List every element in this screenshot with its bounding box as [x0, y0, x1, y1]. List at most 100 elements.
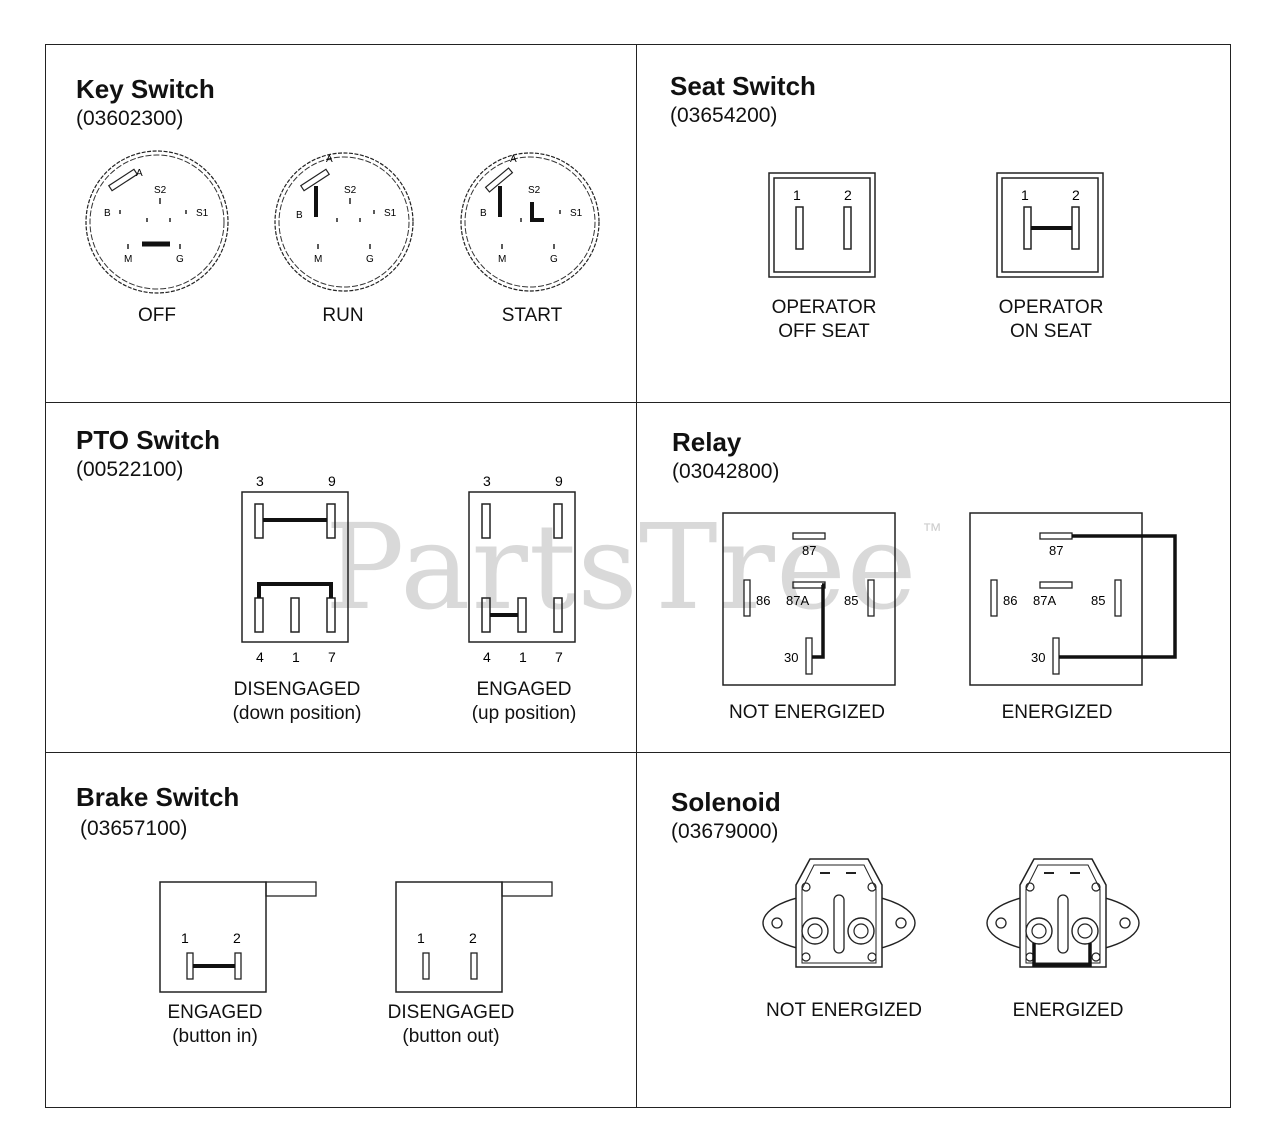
- solenoid-not-energized-label: NOT ENERGIZED: [766, 1000, 922, 1021]
- pto-eng-pin-4: 4: [483, 649, 491, 665]
- seat-off-line1: OPERATOR: [771, 297, 877, 318]
- seat-off-line2: OFF SEAT: [778, 321, 870, 342]
- relay-e-85: 85: [1091, 593, 1105, 608]
- relay-ne-86: 86: [756, 593, 770, 608]
- seat-switch-on-seat-label: OPERATOR ON SEAT: [999, 296, 1104, 344]
- relay-ne-30: 30: [784, 650, 798, 665]
- row-divider-1: [45, 402, 1231, 403]
- key-run-terminal-s1: S1: [384, 208, 397, 219]
- key-off-terminal-b: B: [104, 208, 111, 219]
- frame-top-border: [45, 44, 1231, 45]
- pto-switch-part-number: (00522100): [76, 458, 184, 481]
- pto-switch-title: PTO Switch: [76, 425, 220, 455]
- pto-switch-engaged-diagram: 3 9 4 1 7: [468, 473, 576, 665]
- key-off-terminal-g: G: [176, 254, 184, 265]
- brake-eng-pin-1: 1: [181, 930, 189, 946]
- key-off-terminal-m: M: [124, 254, 132, 265]
- key-start-terminal-b: B: [480, 208, 487, 219]
- relay-e-30: 30: [1031, 650, 1045, 665]
- pto-dis-pin-3: 3: [256, 473, 264, 489]
- pto-dis-line2: (down position): [232, 703, 362, 724]
- key-start-terminal-a: A: [510, 154, 517, 165]
- key-switch-run-diagram: A S2 B S1 M G: [274, 152, 414, 292]
- pto-eng-line1: ENGAGED: [476, 679, 572, 700]
- brake-dis-line1: DISENGAGED: [387, 1002, 515, 1023]
- pto-eng-pin-9: 9: [555, 473, 563, 489]
- pto-eng-line2: (up position): [471, 703, 577, 724]
- key-run-terminal-b: B: [296, 210, 303, 221]
- seat-switch-on-seat-diagram: 1 2: [996, 172, 1104, 278]
- relay-title: Relay: [672, 427, 742, 457]
- relay-not-energized-diagram: 87 86 87A 85 30: [722, 512, 896, 686]
- pto-switch-engaged-label: ENGAGED (up position): [472, 678, 577, 726]
- solenoid-part-number: (03679000): [671, 820, 779, 843]
- seat-on-pin-2: 2: [1072, 187, 1080, 203]
- relay-ne-85: 85: [844, 593, 858, 608]
- brake-dis-line2: (button out): [402, 1026, 500, 1047]
- seat-switch-off-seat-label: OPERATOR OFF SEAT: [772, 296, 877, 344]
- frame-center-divider: [636, 44, 637, 1108]
- pto-dis-pin-9: 9: [328, 473, 336, 489]
- key-run-terminal-m: M: [314, 254, 322, 265]
- pto-eng-pin-3: 3: [483, 473, 491, 489]
- key-start-terminal-s2: S2: [528, 185, 541, 196]
- key-switch-start-label: START: [501, 305, 563, 326]
- key-off-terminal-s2: S2: [154, 185, 167, 196]
- relay-e-87: 87: [1049, 543, 1063, 558]
- brake-eng-pin-2: 2: [233, 930, 241, 946]
- key-off-terminal-s1: S1: [196, 208, 209, 219]
- key-switch-off-label: OFF: [138, 305, 176, 326]
- watermark-trademark: ™: [922, 520, 942, 542]
- relay-e-86: 86: [1003, 593, 1017, 608]
- pto-switch-disengaged-diagram: 3 9 4 1 7: [241, 473, 349, 665]
- key-start-terminal-g: G: [550, 254, 558, 265]
- relay-energized-diagram: 87 86 87A 85 30: [969, 512, 1177, 686]
- pto-dis-pin-4: 4: [256, 649, 264, 665]
- frame-bottom-border: [45, 1107, 1231, 1108]
- brake-switch-engaged-diagram: 1 2: [159, 881, 317, 993]
- seat-off-pin-2: 2: [844, 187, 852, 203]
- relay-part-number: (03042800): [672, 460, 780, 483]
- brake-switch-title: Brake Switch: [76, 782, 240, 812]
- solenoid-energized-diagram: [986, 858, 1140, 968]
- brake-dis-pin-1: 1: [417, 930, 425, 946]
- solenoid-title: Solenoid: [671, 787, 781, 817]
- watermark: PartsTree: [325, 498, 918, 636]
- pto-eng-pin-7: 7: [555, 649, 563, 665]
- brake-dis-pin-2: 2: [469, 930, 477, 946]
- key-switch-run-label: RUN: [322, 305, 364, 326]
- seat-on-line2: ON SEAT: [1010, 321, 1092, 342]
- pto-dis-line1: DISENGAGED: [233, 679, 361, 700]
- relay-not-energized-label: NOT ENERGIZED: [729, 702, 885, 723]
- seat-switch-off-seat-diagram: 1 2: [768, 172, 876, 278]
- brake-eng-line2: (button in): [172, 1026, 258, 1047]
- relay-energized-label: ENERGIZED: [1001, 702, 1113, 723]
- pto-dis-pin-7: 7: [328, 649, 336, 665]
- brake-switch-disengaged-label: DISENGAGED (button out): [388, 1001, 515, 1049]
- seat-off-pin-1: 1: [793, 187, 801, 203]
- frame-left-border: [45, 44, 46, 1108]
- seat-on-line1: OPERATOR: [998, 297, 1104, 318]
- pto-dis-pin-1: 1: [292, 649, 300, 665]
- relay-e-87a: 87A: [1033, 593, 1056, 608]
- key-run-terminal-s2: S2: [344, 185, 357, 196]
- seat-switch-part-number: (03654200): [670, 104, 778, 127]
- key-switch-title: Key Switch: [76, 74, 215, 104]
- solenoid-energized-label: ENERGIZED: [1012, 1000, 1124, 1021]
- relay-ne-87a: 87A: [786, 593, 809, 608]
- row-divider-2: [45, 752, 1231, 753]
- key-run-terminal-g: G: [366, 254, 374, 265]
- brake-eng-line1: ENGAGED: [167, 1002, 263, 1023]
- frame-right-border: [1230, 44, 1231, 1108]
- key-off-terminal-a: A: [136, 168, 143, 179]
- key-start-terminal-m: M: [498, 254, 506, 265]
- solenoid-not-energized-diagram: [762, 858, 916, 968]
- relay-ne-87: 87: [802, 543, 816, 558]
- key-switch-start-diagram: A S2 B S1 M G: [460, 152, 600, 292]
- brake-switch-disengaged-diagram: 1 2: [395, 881, 553, 993]
- seat-switch-title: Seat Switch: [670, 71, 816, 101]
- seat-on-pin-1: 1: [1021, 187, 1029, 203]
- brake-switch-part-number: (03657100): [80, 817, 188, 840]
- key-switch-off-diagram: A S2 B S1 M G: [85, 150, 229, 294]
- brake-switch-engaged-label: ENGAGED (button in): [167, 1001, 262, 1049]
